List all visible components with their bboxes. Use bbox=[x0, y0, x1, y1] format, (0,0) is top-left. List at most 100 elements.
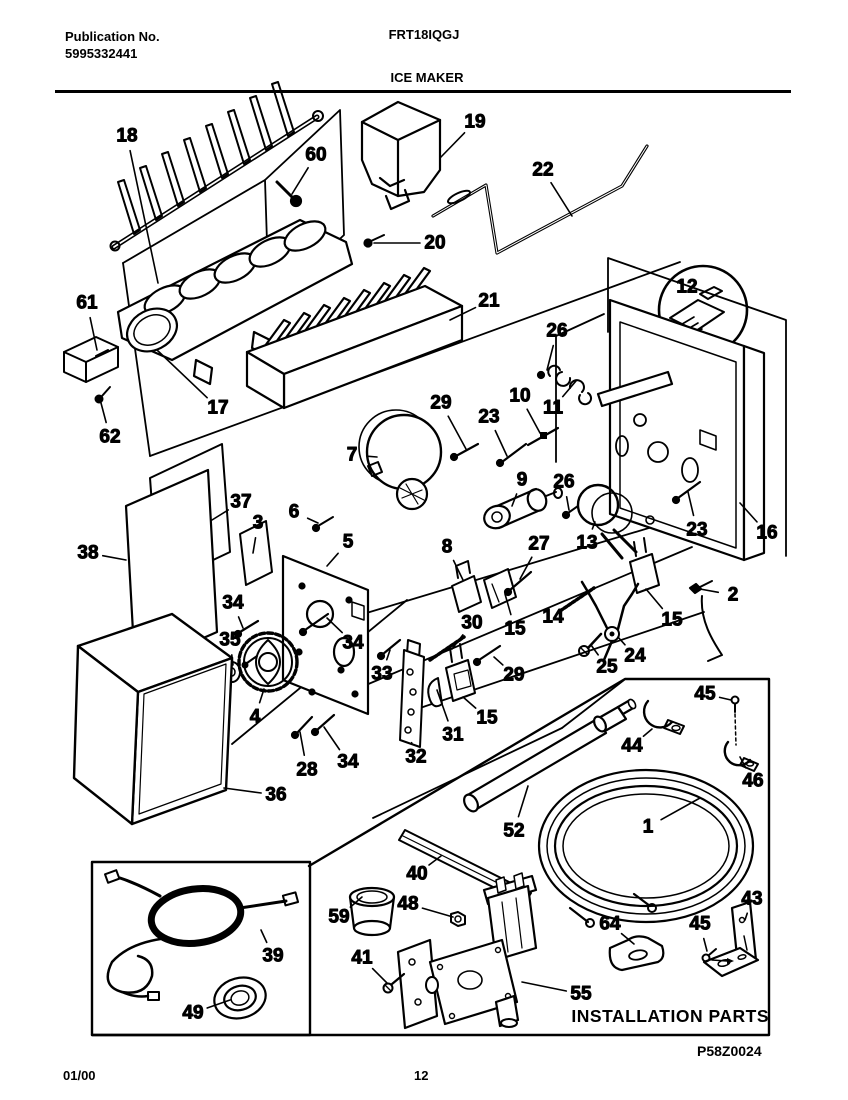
leader-line-62 bbox=[100, 402, 107, 424]
callout-6: 6 bbox=[289, 502, 300, 523]
harness-box bbox=[90, 860, 312, 1037]
screw-6 bbox=[311, 516, 334, 533]
callout-15: 15 bbox=[476, 708, 498, 729]
installation-parts-label: INSTALLATION PARTS bbox=[571, 1006, 769, 1026]
part-15-switch-b bbox=[445, 643, 476, 702]
callout-14: 14 bbox=[542, 607, 564, 628]
leader-line-31 bbox=[436, 689, 449, 722]
callout-16: 16 bbox=[756, 523, 777, 544]
callout-48: 48 bbox=[397, 894, 418, 915]
leader-line-26 bbox=[565, 495, 570, 511]
screw-29a bbox=[449, 442, 480, 462]
part-5-plate bbox=[281, 554, 370, 716]
leader-line-17 bbox=[156, 349, 208, 399]
leader-line-37 bbox=[211, 509, 230, 521]
part-64-bracket bbox=[608, 935, 665, 972]
leader-line-41 bbox=[371, 967, 388, 984]
leader-line-45 bbox=[718, 696, 732, 701]
screw-20 bbox=[363, 234, 385, 248]
leader-line-2 bbox=[699, 588, 720, 594]
part-43-bracket bbox=[702, 900, 760, 978]
leader-line-64 bbox=[620, 932, 635, 945]
leader-line-30 bbox=[451, 634, 464, 650]
leader-line-29 bbox=[447, 415, 467, 450]
callout-52: 52 bbox=[503, 821, 524, 842]
fasteners bbox=[233, 180, 740, 994]
callout-11: 11 bbox=[543, 398, 564, 419]
callout-23: 23 bbox=[478, 407, 499, 428]
header-rule bbox=[55, 90, 791, 93]
callout-12: 12 bbox=[676, 277, 697, 298]
part-38-sheet bbox=[124, 468, 219, 670]
callout-27: 27 bbox=[528, 534, 549, 555]
installation-parts-box bbox=[90, 677, 771, 1037]
callout-35: 35 bbox=[219, 630, 241, 651]
leader-line-48 bbox=[421, 907, 454, 918]
leader-line-23 bbox=[494, 429, 508, 457]
part-15-switch-a bbox=[483, 568, 517, 609]
leader-line-55 bbox=[521, 981, 568, 992]
leader-line-52 bbox=[517, 785, 529, 818]
part-32-bracket bbox=[399, 639, 443, 748]
callout-61: 61 bbox=[76, 293, 98, 314]
callout-45: 45 bbox=[694, 684, 716, 705]
leader-line-10 bbox=[526, 408, 541, 434]
part-31-wedge bbox=[427, 677, 443, 708]
screw-60 bbox=[275, 180, 303, 208]
screw-45b bbox=[701, 948, 734, 964]
callout-32: 32 bbox=[405, 747, 426, 768]
screw-23b bbox=[671, 480, 702, 505]
screw-34b bbox=[298, 612, 330, 637]
leader-line-16 bbox=[739, 502, 758, 523]
leader-line-61 bbox=[89, 316, 98, 351]
leader-line-35 bbox=[230, 654, 234, 666]
part-16-module bbox=[596, 298, 766, 562]
callout-15: 15 bbox=[504, 619, 526, 640]
callout-26: 26 bbox=[546, 321, 567, 342]
leader-line-6 bbox=[306, 517, 319, 524]
model-number: FRT18IQGJ bbox=[388, 27, 460, 42]
part-7-motor bbox=[358, 409, 443, 511]
callout-1: 1 bbox=[643, 817, 654, 838]
callout-20: 20 bbox=[424, 233, 445, 254]
screw-34c bbox=[310, 713, 336, 737]
callout-46: 46 bbox=[742, 771, 763, 792]
leader-line-24 bbox=[617, 636, 626, 646]
leader-line-39 bbox=[260, 929, 268, 944]
screw-62 bbox=[94, 394, 104, 404]
leader-line-40 bbox=[428, 855, 442, 866]
part-13-thermostat bbox=[576, 483, 638, 560]
part-3-pad bbox=[239, 520, 273, 586]
callout-64: 64 bbox=[599, 914, 621, 935]
callout-9: 9 bbox=[517, 470, 528, 491]
part-17-ice-mold bbox=[116, 218, 354, 386]
screw-26b bbox=[561, 505, 579, 520]
part-36-foam-block bbox=[72, 612, 234, 826]
callout-55: 55 bbox=[570, 984, 592, 1005]
part-39-harness bbox=[103, 869, 300, 1001]
callout-10: 10 bbox=[509, 386, 530, 407]
leader-line-36 bbox=[223, 787, 262, 794]
leader-line-25 bbox=[590, 644, 599, 656]
callout-36: 36 bbox=[265, 785, 286, 806]
footer-date: 01/00 bbox=[63, 1068, 96, 1083]
leader-line-34 bbox=[326, 617, 343, 634]
callout-26: 26 bbox=[553, 472, 574, 493]
leader-line-26 bbox=[546, 344, 555, 371]
part-52-fill-tube bbox=[463, 698, 637, 813]
leader-line-38 bbox=[101, 554, 127, 561]
leader-line-28 bbox=[299, 731, 306, 757]
leader-line-19 bbox=[439, 131, 466, 159]
part-4-gear bbox=[223, 631, 299, 693]
pin-10 bbox=[526, 426, 560, 447]
leader-line-13 bbox=[591, 521, 596, 530]
callout-49: 49 bbox=[182, 1003, 203, 1024]
callout-30: 30 bbox=[461, 613, 482, 634]
leader-line-34 bbox=[323, 726, 341, 751]
callout-40: 40 bbox=[406, 864, 427, 885]
leader-line-45 bbox=[702, 937, 708, 952]
part-15-switch-c bbox=[629, 537, 660, 594]
callout-34: 34 bbox=[342, 633, 364, 654]
screw-41 bbox=[382, 972, 406, 994]
